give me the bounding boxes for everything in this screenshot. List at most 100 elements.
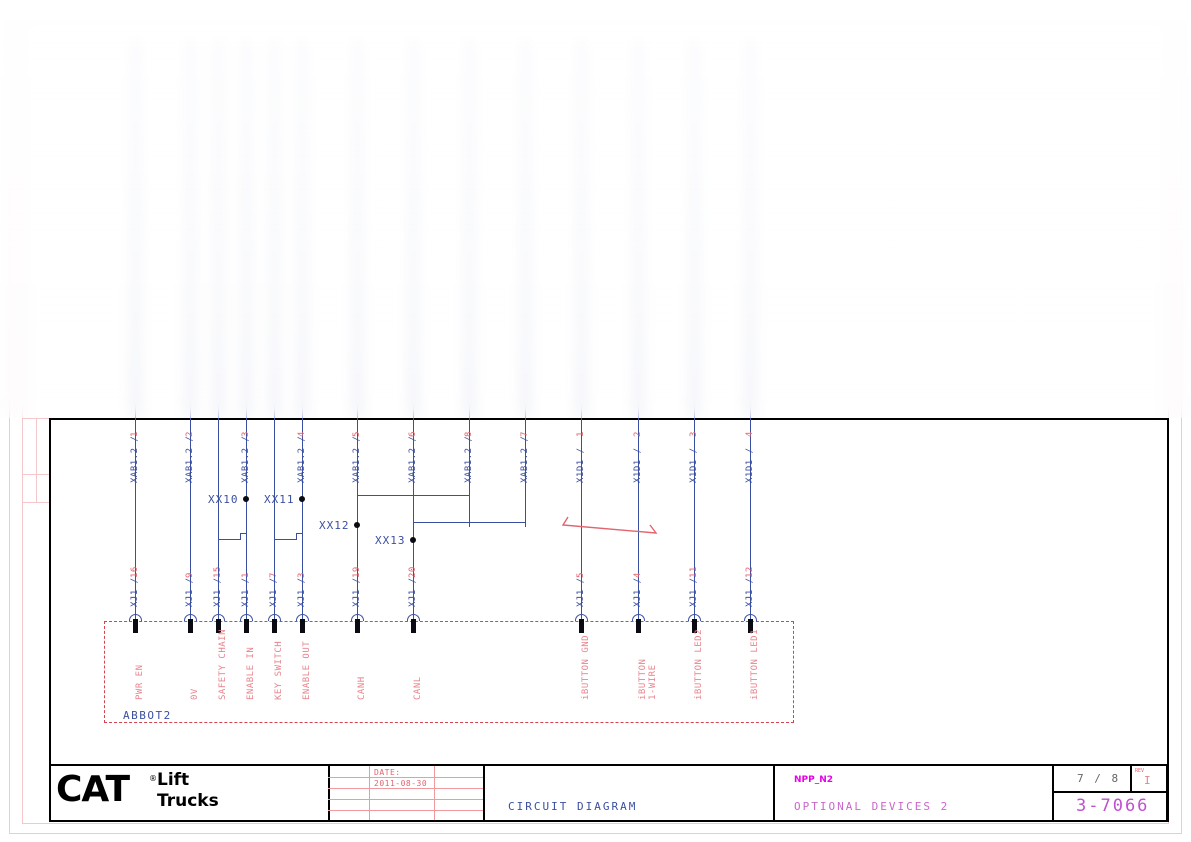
wire-bottom-label: XJ1 / (576, 577, 586, 607)
logo-triangle (93, 801, 141, 810)
terminal-label: ENABLE OUT (302, 640, 312, 700)
wire-top-pin: 5 (352, 431, 362, 437)
title-block: CAT ® Lift Trucks DATE: 2011-08-30 CIRCU… (49, 764, 1168, 822)
terminal-label: CANL (413, 676, 423, 700)
wire-top-label: XAB1.2 / (185, 435, 195, 483)
terminal-label: PWR EN (135, 664, 145, 700)
tb-divider-1 (328, 766, 330, 820)
date-label: DATE: (374, 768, 401, 777)
terminal-label: iBUTTON LED2 (694, 628, 704, 700)
wire-top-label: XAB1.2 / (464, 435, 474, 483)
junction-label-XX13: XX13 (375, 534, 406, 547)
tb-divider-5 (1052, 791, 1168, 793)
wire-bottom-pin: 1 (241, 572, 251, 578)
terminal (212, 614, 225, 636)
logo-registered-mark: ® (149, 774, 157, 783)
rev-value: I (1144, 774, 1151, 787)
terminal (268, 614, 281, 636)
drawing-type: CIRCUIT DIAGRAM (508, 800, 638, 813)
wire-top-pin: 1 (576, 431, 586, 437)
wire-bottom-label: XJ1 / (633, 577, 643, 607)
terminal-label: KEY SWITCH (274, 640, 284, 700)
wire-bottom-pin: 11 (689, 566, 699, 578)
wire-bottom-label: XJ1 / (352, 577, 362, 607)
terminal (632, 614, 645, 636)
component-label-abbot2: ABBOT2 (123, 709, 172, 722)
wire-bottom-label: XJ1 / (297, 577, 307, 607)
terminal-label: iBUTTON (638, 658, 648, 700)
wire-top-pin: 6 (408, 431, 418, 437)
terminal (407, 614, 420, 636)
wire-bottom-pin: 5 (576, 572, 586, 578)
wire-2 (190, 40, 191, 621)
wire-top-label: XAB1.2 / (130, 435, 140, 483)
terminal (184, 614, 197, 636)
wire-bottom-pin: 16 (130, 566, 140, 578)
tb-divider-2 (483, 766, 485, 820)
wire-top-pin: 2 (633, 431, 643, 437)
wire-6 (302, 40, 303, 621)
junction-dot-XX13 (410, 537, 416, 543)
wire-13 (694, 40, 695, 621)
wire-3 (218, 40, 219, 621)
wire-4 (246, 40, 247, 621)
wire-bottom-pin: 12 (745, 566, 755, 578)
terminal (744, 614, 757, 636)
wire-bottom-label: XJ1 / (241, 577, 251, 607)
wire-bottom-pin: 4 (633, 572, 643, 578)
wire-5 (274, 40, 275, 621)
wire-top-pin: 3 (689, 431, 699, 437)
wire-top-pin: 7 (520, 431, 530, 437)
terminal-label-2: 1-WIRE (648, 664, 658, 700)
drawing-number: 3-7066 (1076, 796, 1150, 816)
top-white-margin (0, 0, 1191, 20)
logo-lift-text: Lift (157, 770, 190, 790)
terminal-label: CANH (357, 676, 367, 700)
wire-bottom-pin: 20 (408, 566, 418, 578)
wire-top-pin: 1 (130, 431, 140, 437)
terminal-label: iBUTTON LED1 (750, 628, 760, 700)
wire-bottom-label: XJ1 / (745, 577, 755, 607)
wire-top-pin: 4 (297, 431, 307, 437)
date-value: 2011-08-30 (374, 779, 428, 788)
wire-bottom-pin: 9 (185, 572, 195, 578)
wire-top-pin: 3 (241, 431, 251, 437)
page-number: 7 / 8 (1077, 772, 1121, 785)
tb-divider-3 (773, 766, 775, 820)
wire-top-pin: 2 (185, 431, 195, 437)
project-code: NPP_N2 (794, 775, 834, 785)
wire-top-label: XAB1.2 / (408, 435, 418, 483)
junction-dot-XX12 (354, 522, 360, 528)
terminal-label: SAFETY CHAIN (218, 628, 228, 700)
wire-top-label: X1D1 / (745, 447, 755, 483)
terminal (296, 614, 309, 636)
wire-top-label: XAB1.2 / (520, 435, 530, 483)
terminal (688, 614, 701, 636)
wire-1 (135, 40, 136, 621)
wire-top-label: XAB1.2 / (241, 435, 251, 483)
component-boundary-abbot2 (104, 621, 794, 723)
wire-top-label: XAB1.2 / (352, 435, 362, 483)
wire-bottom-pin: 3 (297, 572, 307, 578)
junction-label-XX11: XX11 (264, 493, 295, 506)
terminal (129, 614, 142, 636)
terminal (575, 614, 588, 636)
wire-top-label: X1D1 / (576, 447, 586, 483)
wire-7 (357, 40, 358, 621)
wire-top-label: XAB1.2 / (297, 435, 307, 483)
junction-label-XX12: XX12 (319, 519, 350, 532)
wire-break-marker (561, 516, 658, 534)
terminal (240, 614, 253, 636)
wire-top-pin: 8 (464, 431, 474, 437)
wire-bottom-label: XJ1 / (408, 577, 418, 607)
tb-divider-4 (1052, 766, 1054, 820)
wire-top-label: X1D1 / (633, 447, 643, 483)
junction-dot-XX11 (299, 496, 305, 502)
logo-trucks-text: Trucks (157, 791, 219, 811)
cat-lift-trucks-logo: CAT ® Lift Trucks (56, 770, 219, 820)
terminal-label: 0V (190, 688, 200, 700)
junction-label-XX10: XX10 (208, 493, 239, 506)
rev-label: REV (1135, 768, 1145, 774)
tb-divider-6 (1130, 766, 1132, 791)
terminal-label: iBUTTON GND (581, 634, 591, 700)
